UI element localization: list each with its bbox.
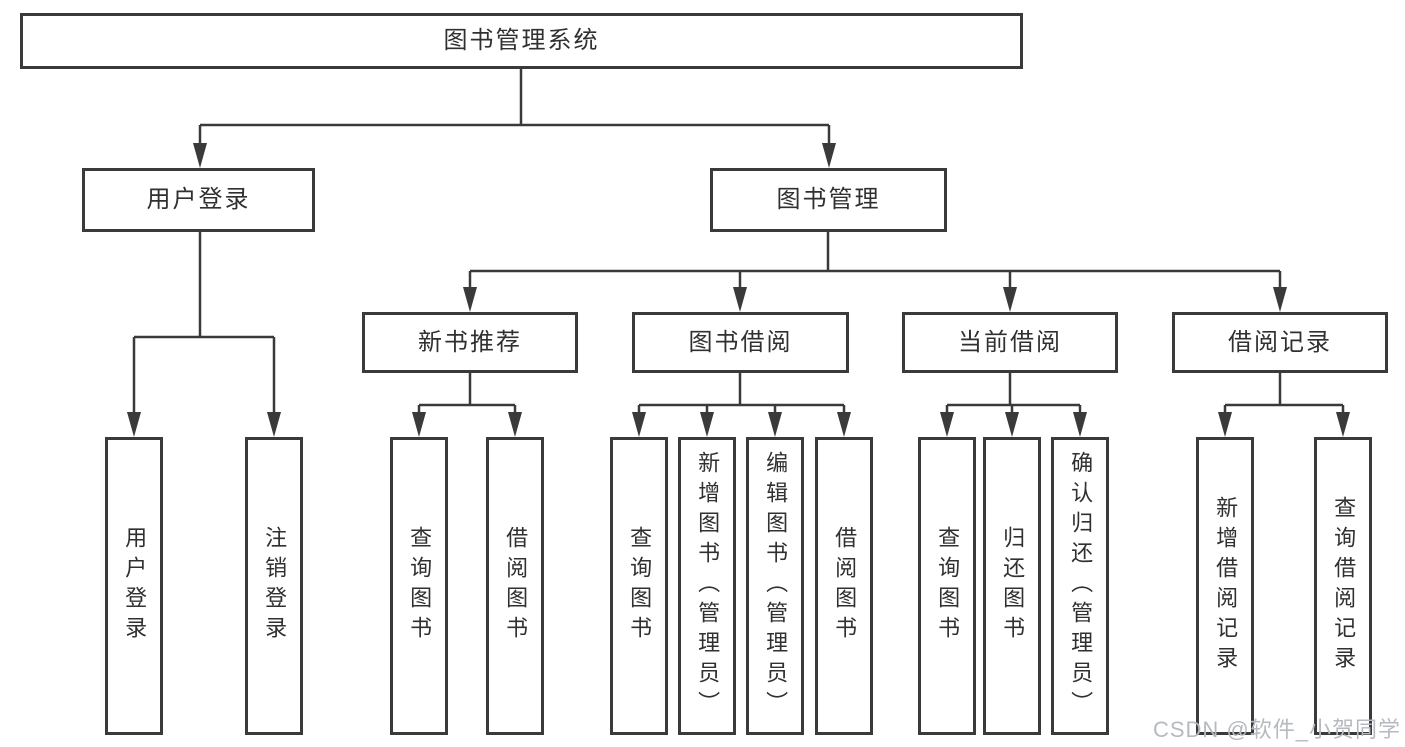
arrowhead bbox=[1005, 412, 1019, 437]
node-label: 查询图书 bbox=[935, 526, 961, 646]
arrowhead bbox=[1003, 287, 1017, 312]
arrowhead bbox=[193, 143, 207, 168]
node-label: 新增图书（管理员） bbox=[695, 451, 721, 721]
node-label: 查询借阅记录 bbox=[1331, 496, 1357, 676]
node-label: 图书借阅 bbox=[688, 328, 793, 356]
arrowhead bbox=[463, 287, 477, 312]
leaf-borrow-books-recommend: 借阅图书 bbox=[486, 437, 544, 735]
node-current-borrowing: 当前借阅 bbox=[902, 312, 1118, 373]
arrowhead bbox=[1073, 412, 1087, 437]
arrowhead bbox=[1336, 412, 1350, 437]
arrowheads bbox=[127, 143, 1350, 437]
node-book-borrowing: 图书借阅 bbox=[632, 312, 849, 373]
edge-userlogin-to-leaves bbox=[132, 232, 276, 414]
leaf-query-books-current: 查询图书 bbox=[918, 437, 976, 735]
arrowhead bbox=[940, 412, 954, 437]
arrowhead bbox=[632, 412, 646, 437]
edge-records-to-leaves bbox=[1223, 373, 1345, 414]
node-book-management: 图书管理 bbox=[710, 168, 947, 232]
leaf-confirm-return-admin: 确认归还（管理员） bbox=[1051, 437, 1109, 735]
node-label: 借阅图书 bbox=[832, 526, 858, 646]
edge-root-to-level2 bbox=[198, 69, 831, 145]
node-label: 注销登录 bbox=[262, 526, 288, 646]
leaf-logout: 注销登录 bbox=[245, 437, 303, 735]
node-label: 图书管理 bbox=[776, 186, 881, 213]
node-label: 查询图书 bbox=[407, 526, 433, 646]
arrowhead bbox=[127, 412, 141, 437]
node-label: 归还图书 bbox=[1000, 526, 1026, 646]
arrowhead bbox=[508, 412, 522, 437]
arrowhead bbox=[412, 412, 426, 437]
arrowhead bbox=[1273, 287, 1287, 312]
leaf-query-borrow-record: 查询借阅记录 bbox=[1314, 437, 1372, 735]
leaf-query-books-recommend: 查询图书 bbox=[390, 437, 448, 735]
edge-currentborrow-to-leaves bbox=[945, 373, 1082, 414]
arrowhead bbox=[768, 412, 782, 437]
arrowhead bbox=[822, 143, 836, 168]
arrowhead bbox=[837, 412, 851, 437]
node-label: 查询图书 bbox=[627, 526, 653, 646]
edge-bookborrow-to-leaves bbox=[637, 373, 846, 414]
leaf-edit-book-admin: 编辑图书（管理员） bbox=[746, 437, 804, 735]
arrowhead bbox=[733, 287, 747, 312]
node-label: 借阅记录 bbox=[1228, 328, 1332, 356]
edge-newbook-to-leaves bbox=[417, 373, 517, 414]
leaf-user-login: 用户登录 bbox=[105, 437, 163, 735]
node-label: 新增借阅记录 bbox=[1213, 496, 1239, 676]
leaf-return-books: 归还图书 bbox=[983, 437, 1041, 735]
node-label: 新书推荐 bbox=[418, 328, 522, 356]
node-label: 用户登录 bbox=[146, 186, 251, 213]
node-label: 当前借阅 bbox=[958, 328, 1062, 356]
node-borrowing-records: 借阅记录 bbox=[1172, 312, 1388, 373]
leaf-add-book-admin: 新增图书（管理员） bbox=[678, 437, 736, 735]
node-label: 用户登录 bbox=[122, 526, 148, 646]
leaf-borrow-books: 借阅图书 bbox=[815, 437, 873, 735]
node-new-book-recommendation: 新书推荐 bbox=[362, 312, 578, 373]
arrowhead bbox=[1218, 412, 1232, 437]
node-label: 确认归还（管理员） bbox=[1068, 451, 1094, 721]
node-label: 编辑图书（管理员） bbox=[763, 451, 789, 721]
csdn-watermark: CSDN @软件_小贺同学 bbox=[1152, 717, 1401, 742]
node-library-management-system: 图书管理系统 bbox=[20, 13, 1023, 69]
leaf-query-books-borrow: 查询图书 bbox=[610, 437, 668, 735]
arrowhead bbox=[700, 412, 714, 437]
node-label: 图书管理系统 bbox=[443, 27, 600, 54]
edge-bookmgmt-to-level3 bbox=[468, 232, 1282, 289]
arrowhead bbox=[267, 412, 281, 437]
node-label: 借阅图书 bbox=[503, 526, 529, 646]
leaf-add-borrow-record: 新增借阅记录 bbox=[1196, 437, 1254, 735]
node-user-login: 用户登录 bbox=[82, 168, 315, 232]
